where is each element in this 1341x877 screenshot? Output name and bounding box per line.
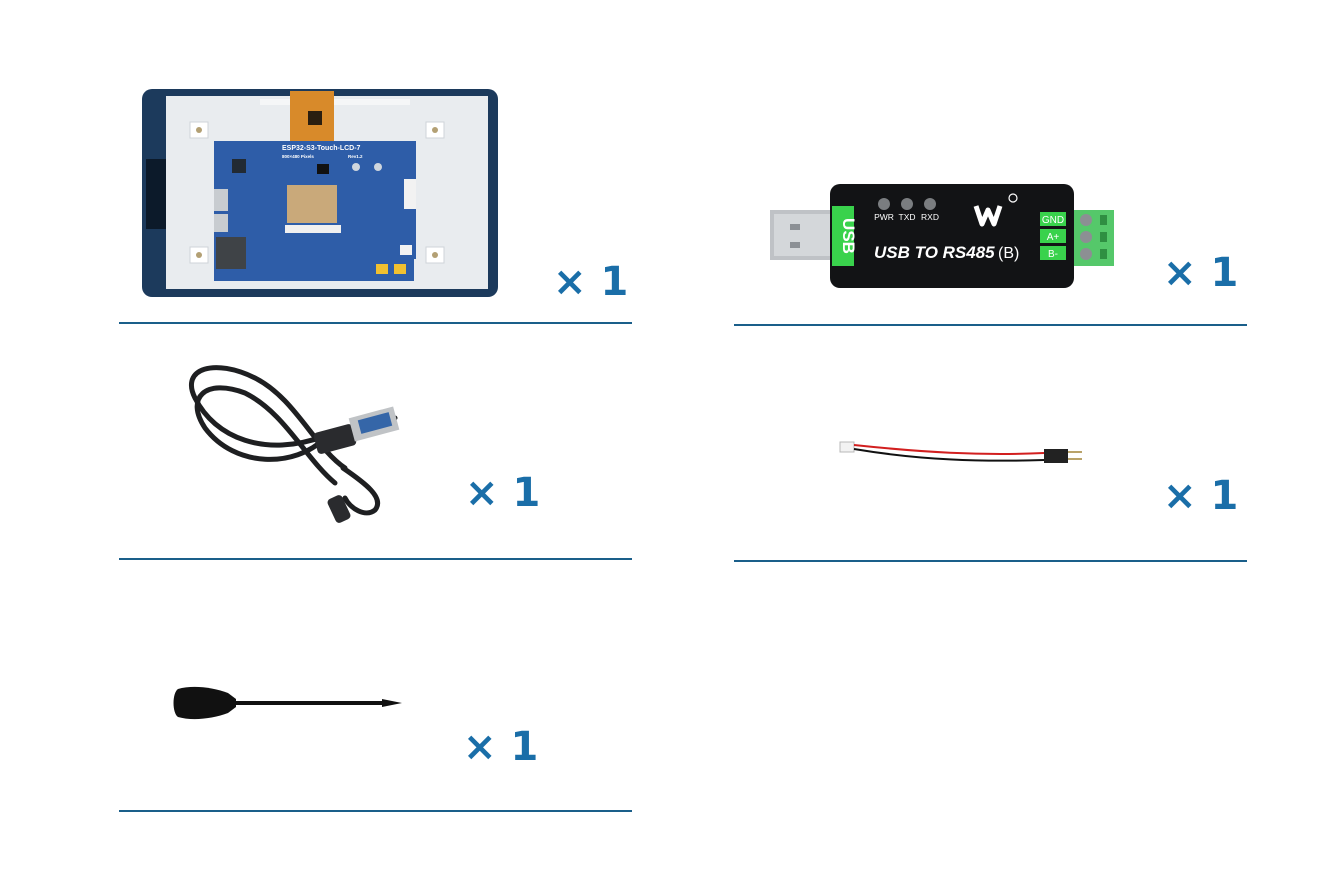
usb-cable-image — [189, 365, 400, 523]
lcd-display-image: ESP32-S3-Touch-LCD-7 800×480 Pixels Rev1… — [142, 89, 498, 297]
terminal-b-minus: B- — [1048, 249, 1058, 260]
terminal-a-plus: A+ — [1047, 232, 1060, 243]
rs485-quantity: × 1 — [1163, 250, 1239, 296]
usb-rs485-title: USB TO RS485 — [874, 243, 995, 262]
usb-label: USB — [839, 218, 858, 254]
jumper-wire-quantity: × 1 — [1163, 473, 1239, 519]
lcd-quantity: × 1 — [553, 259, 629, 305]
usb-cable-quantity: × 1 — [465, 470, 541, 516]
screwdriver-item: × 1 — [0, 565, 670, 877]
lcd-divider — [119, 322, 632, 324]
jumper-wire-divider — [734, 560, 1247, 562]
terminal-gnd: GND — [1042, 215, 1064, 226]
jumper-wire-item: × 1 — [670, 330, 1341, 565]
rs485-divider — [734, 324, 1247, 326]
usb-cable-divider — [119, 558, 632, 560]
lcd-item: ESP32-S3-Touch-LCD-7 800×480 Pixels Rev1… — [0, 0, 670, 330]
rs485-item: USB PWR TXD RXD USB TO RS485 (B) GND A+ … — [670, 0, 1341, 330]
usb-rs485-image: USB PWR TXD RXD USB TO RS485 (B) GND A+ … — [770, 184, 1114, 288]
pcb-rev: Rev1.2 — [348, 154, 363, 159]
jumper-wire-image — [839, 441, 1082, 463]
pcb-title: ESP32-S3-Touch-LCD-7 — [282, 145, 361, 152]
screwdriver-image — [173, 686, 402, 720]
usb-rs485-variant: (B) — [998, 245, 1019, 262]
screwdriver-divider — [119, 810, 632, 812]
usb-cable-item: × 1 — [0, 330, 670, 565]
screwdriver-quantity: × 1 — [463, 724, 539, 770]
pcb-pixels: 800×480 Pixels — [282, 154, 314, 159]
led-label-pwr: PWR — [874, 212, 894, 222]
led-label-txd: TXD — [899, 212, 916, 222]
led-label-rxd: RXD — [921, 212, 939, 222]
